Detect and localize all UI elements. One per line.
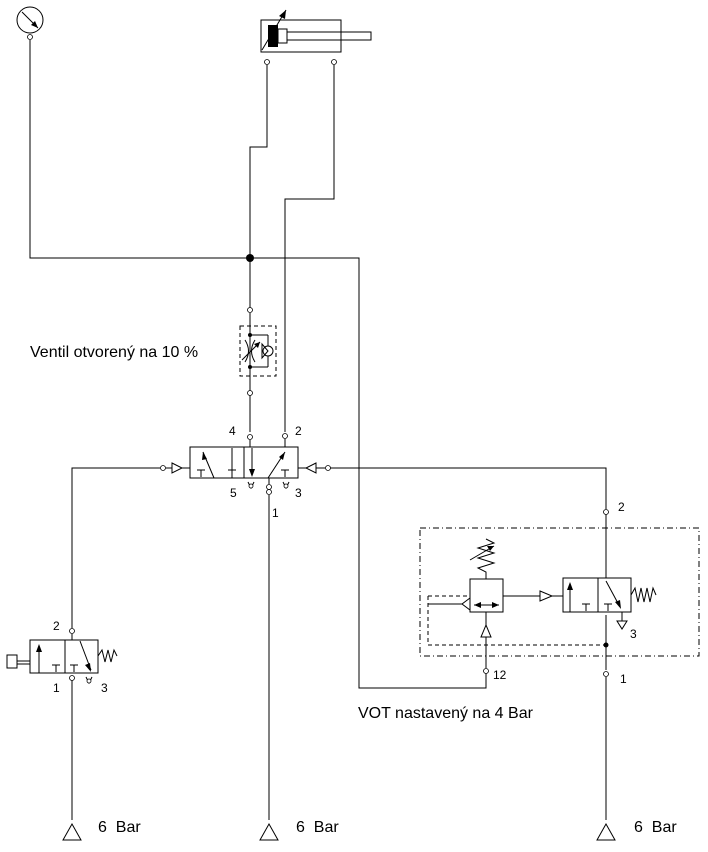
flow-valve-note: Ventil otvorený na 10 %	[30, 344, 198, 361]
flow-control-valve	[239, 307, 277, 396]
main-valve-port-3: 3	[295, 486, 302, 500]
pressure-source-left	[62, 822, 82, 841]
button-valve-port-3: 3	[101, 681, 108, 695]
supply-label-center: 6 Bar	[296, 819, 339, 836]
right-directional-valve	[562, 509, 657, 677]
double-acting-cylinder	[260, 9, 372, 65]
connection-lines	[29, 40, 607, 820]
right-valve-port-2: 2	[618, 500, 625, 514]
junction-dot	[246, 254, 254, 262]
pressure-gauge	[16, 6, 44, 40]
main-valve-port-1: 1	[272, 506, 279, 520]
main-valve-port-5: 5	[230, 486, 237, 500]
pressure-valve-port-12: 12	[493, 668, 507, 682]
button-valve-port-2: 2	[53, 619, 60, 633]
pressure-source-right	[596, 822, 616, 841]
pressure-valve-note: VOT nastavený na 4 Bar	[358, 705, 534, 722]
supply-label-left: 6 Bar	[98, 819, 141, 836]
main-valve-port-4: 4	[229, 424, 236, 438]
push-button-valve	[6, 628, 118, 685]
right-valve-port-3: 3	[630, 627, 637, 641]
right-valve-port-1: 1	[620, 672, 627, 686]
sequence-module-boundary	[419, 527, 700, 657]
pressure-relief-valve	[427, 538, 606, 674]
button-valve-port-1: 1	[53, 681, 60, 695]
main-valve-port-2: 2	[295, 424, 302, 438]
supply-label-right: 6 Bar	[634, 819, 677, 836]
main-directional-valve	[160, 433, 331, 495]
pressure-source-center	[259, 822, 279, 841]
